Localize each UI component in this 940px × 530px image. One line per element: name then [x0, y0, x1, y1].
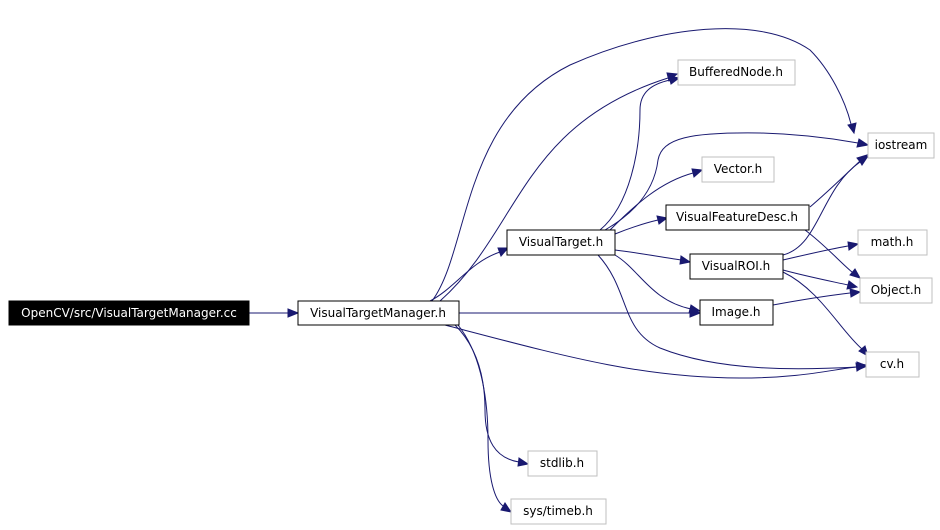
node-label: iostream — [875, 138, 928, 152]
edge-visualtarget-to-cv — [597, 254, 869, 371]
edge-visualtargetmanager-to-visualtarget — [429, 247, 510, 302]
node-vector-h[interactable]: Vector.h — [701, 156, 775, 183]
node-label: Image.h — [711, 305, 760, 319]
node-label: OpenCV/src/VisualTargetManager.cc — [21, 306, 237, 320]
edge-visualtargetmanager-to-timeb — [457, 324, 513, 513]
node-object-h[interactable]: Object.h — [859, 277, 933, 304]
node-label: math.h — [871, 235, 914, 249]
node-cv-h[interactable]: cv.h — [865, 351, 920, 378]
edge-visualtarget-to-vector — [609, 168, 704, 231]
edge-visualtargetmanager-to-bufferednode — [439, 72, 679, 302]
node-visualtarget-h[interactable]: VisualTarget.h — [506, 229, 616, 256]
edge-visualtarget-to-visualfeaturedesc — [614, 215, 669, 235]
node-label: BufferedNode.h — [689, 65, 783, 79]
node-sys-timeb-h[interactable]: sys/timeb.h — [510, 498, 607, 525]
edge-visualroi-to-iostream — [782, 155, 870, 256]
node-label: VisualROI.h — [702, 259, 771, 273]
node-bufferednode-h[interactable]: BufferedNode.h — [677, 59, 796, 86]
node-iostream[interactable]: iostream — [867, 132, 935, 159]
node-math-h[interactable]: math.h — [857, 229, 928, 256]
node-label: sys/timeb.h — [523, 504, 593, 518]
node-visualtargetmanager-cc[interactable]: OpenCV/src/VisualTargetManager.cc — [8, 300, 250, 326]
edge-visualtargetmanager-to-cv — [444, 324, 868, 379]
edge-root-to-visualtargetmanager — [249, 308, 300, 318]
edge-visualroi-to-cv — [782, 271, 869, 358]
edge-visualtargetmanager-to-stdlib — [454, 324, 530, 467]
edge-visualroi-to-object — [782, 269, 859, 290]
edge-visualtarget-to-iostream — [604, 132, 870, 231]
edge-image-to-object — [772, 288, 862, 306]
node-label: stdlib.h — [540, 456, 584, 470]
edge-visualtarget-to-bufferednode — [599, 75, 681, 231]
edge-visualtarget-to-image — [614, 254, 702, 314]
node-label: cv.h — [880, 357, 904, 371]
edge-visualfeaturedesc-to-object — [804, 229, 862, 279]
node-label: Vector.h — [714, 162, 763, 176]
edge-visualtargetmanager-to-image — [459, 308, 702, 318]
node-visualfeaturedesc-h[interactable]: VisualFeatureDesc.h — [665, 204, 810, 231]
edge-visualtarget-to-visualroi — [614, 249, 692, 265]
node-label: VisualTarget.h — [519, 235, 603, 249]
edge-visualtargetmanager-to-iostream — [431, 28, 857, 302]
node-label: VisualFeatureDesc.h — [676, 210, 798, 224]
node-label: VisualTargetManager.h — [310, 306, 446, 320]
node-stdlib-h[interactable]: stdlib.h — [527, 450, 598, 477]
node-label: Object.h — [871, 283, 922, 297]
node-image-h[interactable]: Image.h — [699, 299, 774, 326]
edge-visualroi-to-math — [782, 241, 860, 261]
node-visualroi-h[interactable]: VisualROI.h — [689, 253, 784, 280]
node-visualtargetmanager-h[interactable]: VisualTargetManager.h — [297, 300, 460, 326]
